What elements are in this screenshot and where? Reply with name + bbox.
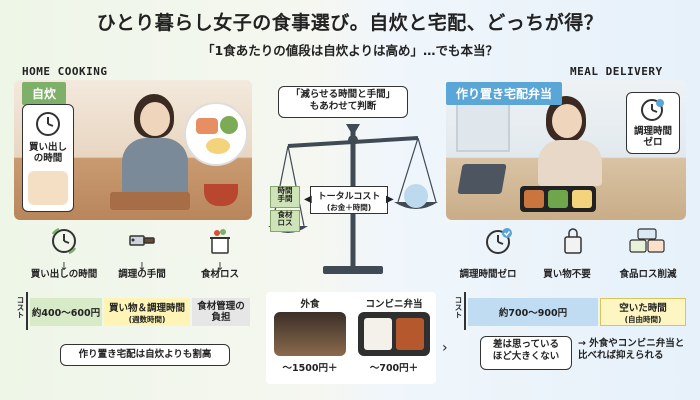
shopping-time-callout: 買い出し の時間	[22, 104, 74, 212]
bento-box	[520, 186, 596, 212]
left-price-text: 約400〜600円	[31, 308, 101, 319]
left-pan-bottom: 食材 ロス	[270, 210, 300, 232]
clock-icon	[36, 112, 60, 136]
right-free-bar: 空いた時間 (自由時間)	[600, 298, 686, 326]
cooking-zero-callout: 調理時間 ゼロ	[626, 92, 680, 154]
home-cooking-tag: 自炊	[22, 82, 67, 105]
right-factor-waste-label: 食品ロス削減	[619, 269, 677, 280]
factor-waste-label: 食材ロス	[200, 269, 239, 280]
laptop	[457, 164, 507, 194]
option-eatout-label: 外食	[300, 299, 320, 310]
right-price-bar: 約700〜900円	[468, 298, 598, 326]
cutting-board	[110, 192, 190, 210]
right-conclusion: → 外食やコンビニ弁当と 比べれば抑えられる	[578, 338, 685, 362]
right-price-text: 約700〜900円	[498, 308, 568, 319]
clock-check-icon	[641, 99, 664, 121]
total-cost-arrow: トータルコスト (お金＋時間)	[310, 186, 388, 214]
meal-delivery-tag: 作り置き宅配弁当	[446, 82, 563, 105]
right-difference-bubble: 差は思っている ほど大きくない	[480, 336, 572, 370]
left-pan-top: 時間 手間	[270, 186, 300, 208]
meal-delivery-label: MEAL DELIVERY	[570, 65, 663, 78]
clock-check-icon	[486, 228, 512, 254]
left-time-bar: 買い物＆調理時間 (週数時間)	[104, 298, 190, 326]
bag-icon	[564, 228, 582, 254]
option-convenience-price: 〜700円＋	[369, 363, 419, 374]
factor-cooking: ↓	[112, 226, 172, 273]
page-title: ひとり暮らし女子の食事選び。自炊と宅配、どっちが得？	[96, 12, 604, 34]
total-cost-sub: (お金＋時間)	[326, 203, 372, 212]
left-factors: ↓ ↓ ↓	[34, 226, 234, 282]
right-free-sub: (自由時間)	[624, 314, 662, 324]
home-cooking-label: HOME COOKING	[22, 65, 108, 78]
clock-icon	[51, 227, 77, 255]
couple-illustration	[28, 170, 68, 205]
trash-icon	[210, 229, 230, 254]
option-convenience-label: コンビニ弁当	[365, 299, 423, 310]
arrow-left-icon: ◀	[304, 194, 312, 205]
containers-icon	[629, 228, 665, 253]
bento-photo	[358, 312, 430, 356]
left-time-text: 買い物＆調理時間	[108, 302, 185, 314]
right-factors	[468, 226, 678, 266]
woman-face	[552, 104, 582, 138]
left-conclusion: 作り置き宅配は自炊よりも割高	[60, 344, 230, 366]
arrow-right-icon: ▶	[386, 194, 394, 205]
center-bubble: 「減らせる時間と手間」 もあわせて判断	[278, 86, 408, 118]
knife-icon	[129, 235, 155, 246]
factor-shopping: ↓	[34, 226, 94, 273]
page-subtitle: 「1食あたりの値段は自炊よりは高め」…でも本当？	[202, 43, 498, 58]
home-cooking-photo	[14, 80, 252, 220]
left-time-sub: (週数時間)	[128, 314, 166, 324]
meal-plate	[184, 102, 248, 166]
woman-sweater	[538, 140, 602, 186]
right-factor-cooking-label: 調理時間ゼロ	[459, 269, 517, 280]
total-cost-label: トータルコスト	[317, 192, 381, 202]
chevron-right-icon: ›	[442, 340, 448, 356]
factor-waste: ↓	[190, 226, 250, 273]
woman-apron	[122, 138, 188, 198]
woman-face	[140, 102, 170, 136]
bowl	[204, 184, 238, 206]
factor-cooking-label: 調理の手間	[118, 269, 166, 280]
left-price-bar: 約400〜600円	[30, 298, 102, 326]
left-cost-axis: コスト	[16, 296, 25, 319]
option-eatout-price: 〜1500円＋	[282, 363, 338, 374]
shopping-time-text: 買い出し の時間	[28, 142, 67, 165]
balance-scale	[268, 124, 438, 274]
restaurant-photo	[274, 312, 346, 356]
cooking-zero-text: 調理時間 ゼロ	[633, 126, 672, 149]
right-cost-axis: コスト	[454, 296, 463, 319]
factor-shopping-label: 買い出しの時間	[30, 269, 98, 280]
right-factor-shopping-label: 買い物不要	[543, 269, 591, 280]
right-free-text: 空いた時間	[619, 302, 667, 314]
left-burden-bar: 食材管理の 負担	[192, 298, 250, 326]
